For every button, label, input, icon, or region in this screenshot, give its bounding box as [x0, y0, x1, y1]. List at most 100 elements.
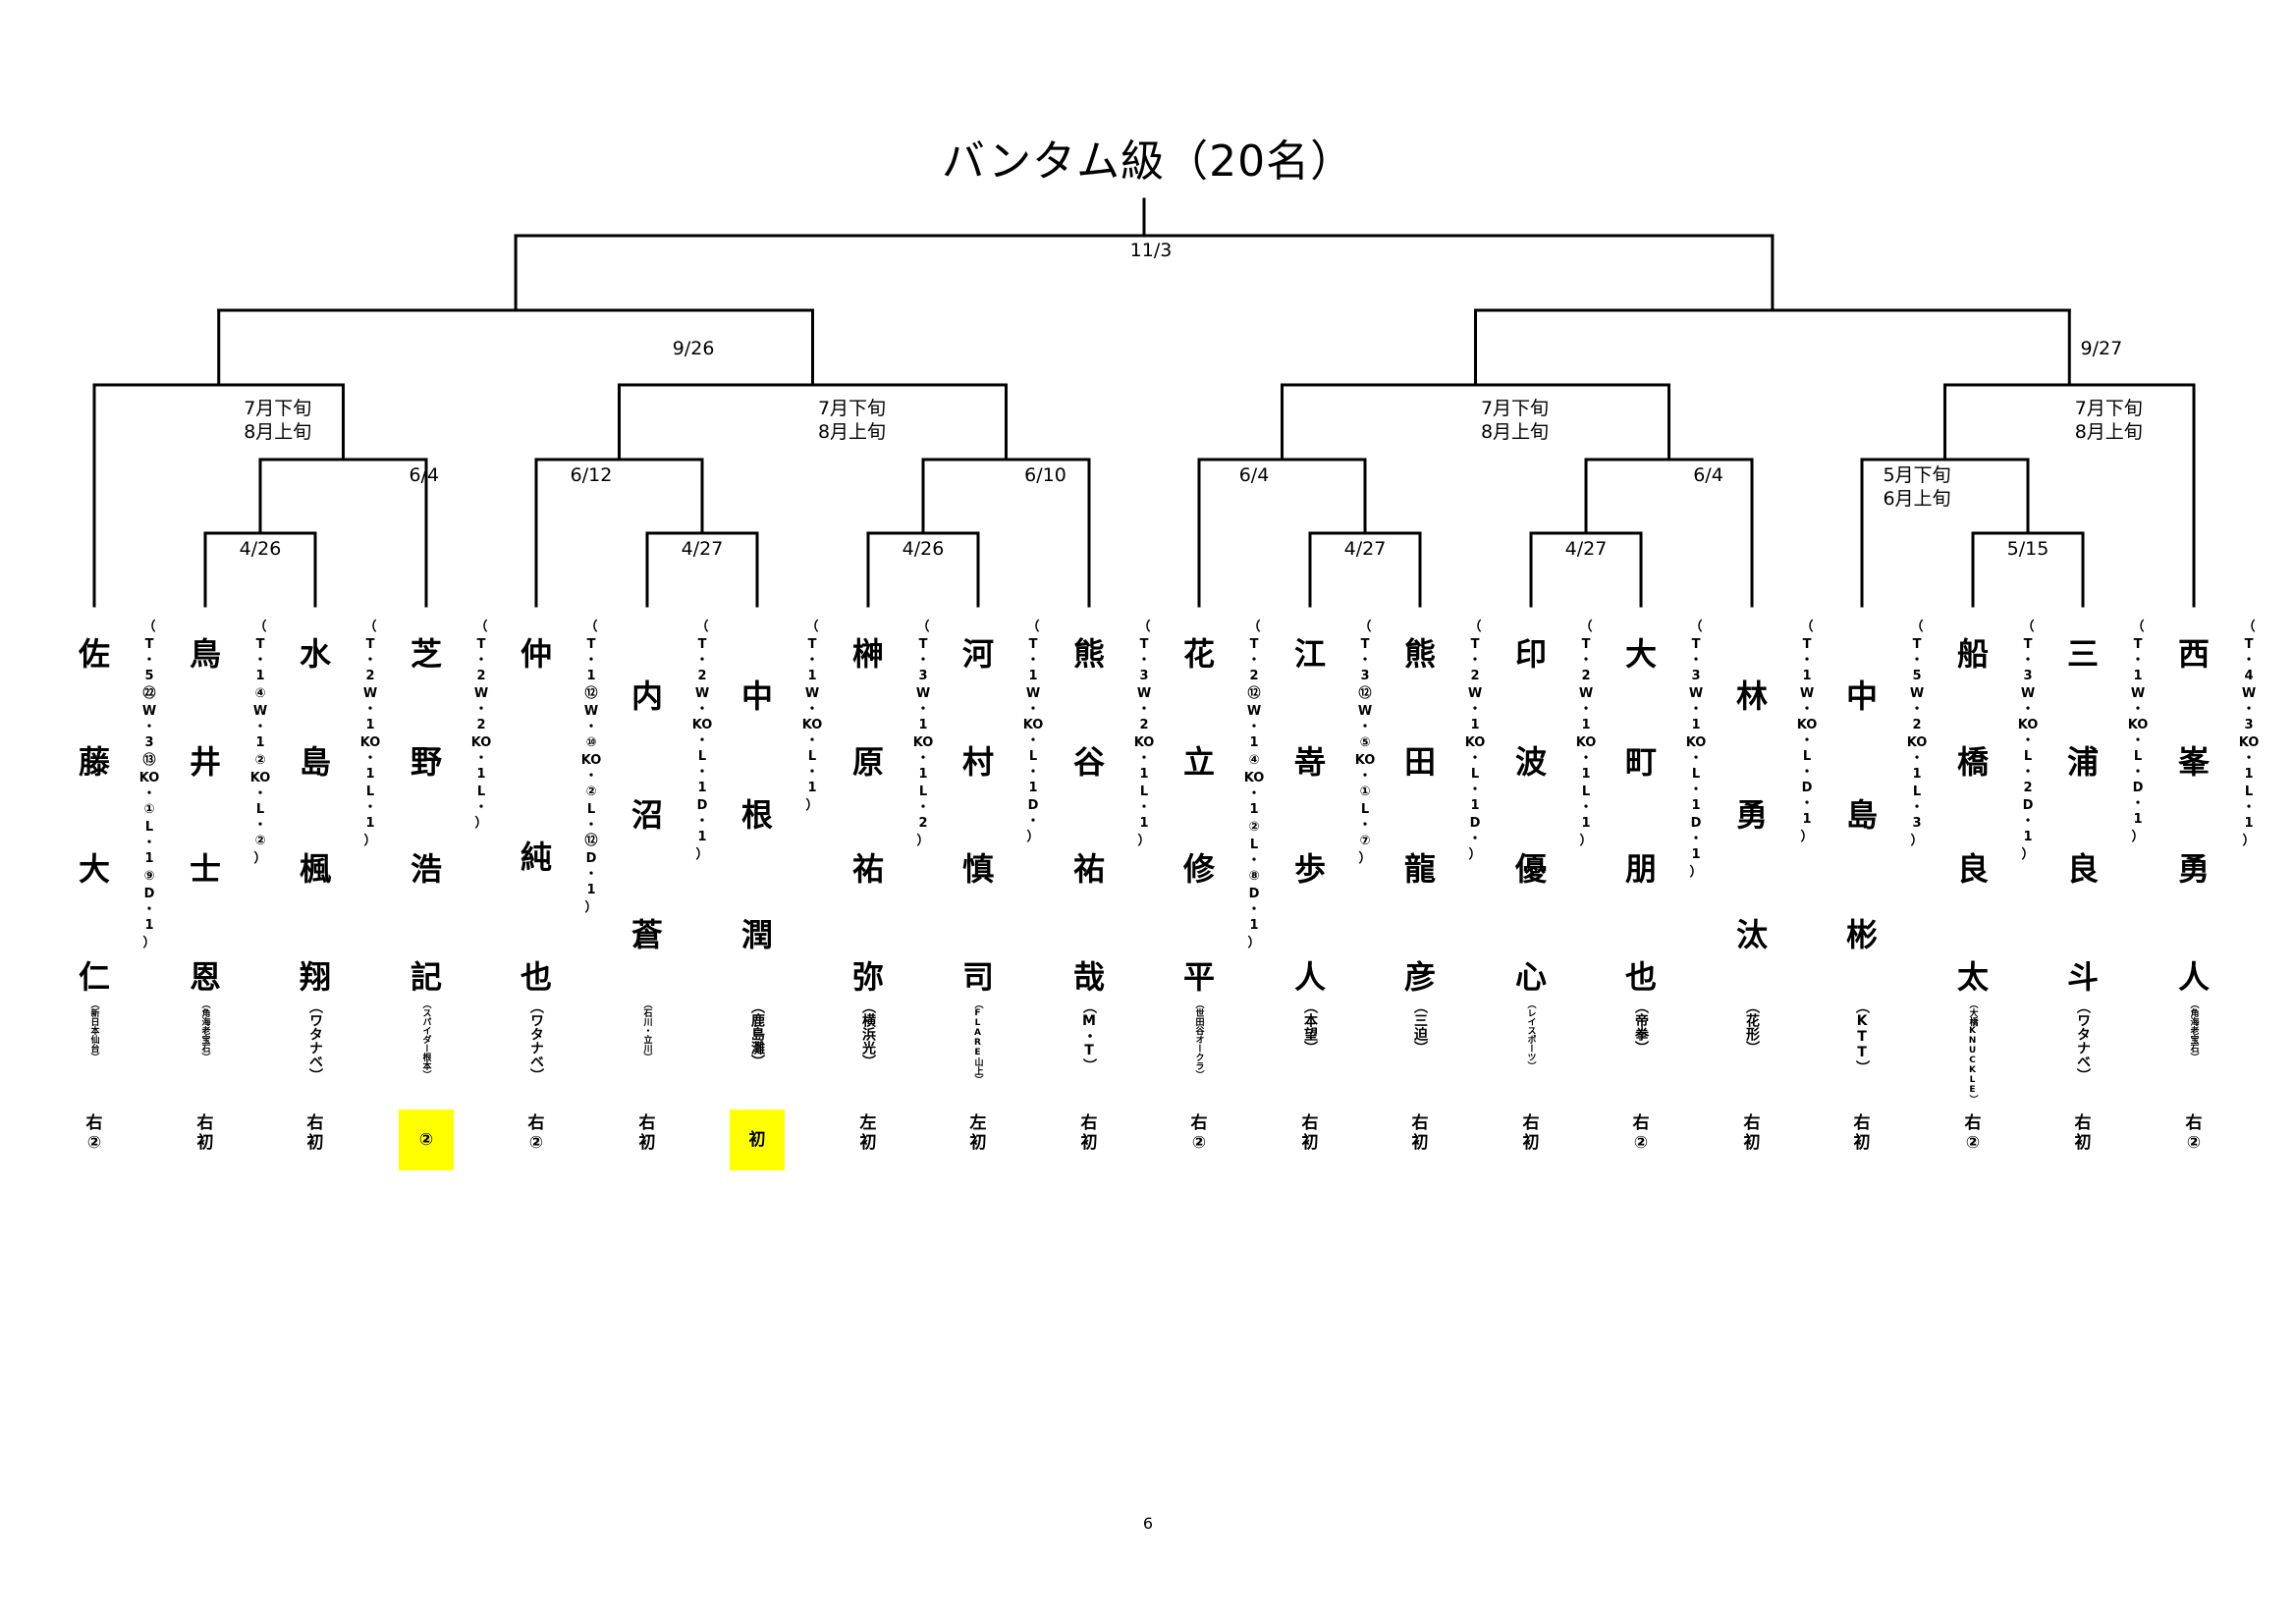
match-date-r16-5: 6/4: [1693, 464, 1723, 486]
fighter-gym: （角海老宝石）: [199, 1000, 210, 1061]
fighter-name-char: 人: [2177, 957, 2210, 996]
match-date-r1-5: 4/27: [1564, 538, 1608, 560]
record-char: KO: [1906, 735, 1928, 750]
record-char: （: [2021, 620, 2035, 634]
record-char: ）: [1910, 834, 1924, 848]
record-char: D: [1248, 887, 1260, 901]
record-char: 2: [476, 669, 486, 683]
fighter-name-char: 谷: [1072, 742, 1105, 781]
record-char: ④: [254, 686, 266, 701]
record-char: 1: [1691, 847, 1701, 862]
record-char: W: [1025, 686, 1041, 701]
record-char: 1: [2244, 816, 2254, 831]
career-label: 初: [1743, 1133, 1761, 1153]
fighter-name: 江嵜歩人: [1290, 636, 1330, 995]
record-char: T: [2244, 637, 2254, 652]
record-char: ・: [1800, 733, 1814, 748]
record-char: ・: [2131, 765, 2145, 780]
record-char: T: [365, 637, 375, 652]
match-date-final: 11/3: [1129, 240, 1173, 261]
career-label: ②: [1191, 1133, 1207, 1153]
record-char: ・: [1800, 702, 1814, 717]
record-char: ・: [2021, 702, 2035, 717]
record-char: 1: [586, 883, 596, 897]
fighter-stance: 右初: [288, 1110, 343, 1170]
fighter-gym: （三迫）: [1412, 1000, 1428, 1055]
record-char: 1: [255, 669, 265, 683]
fighter-gym: （FLARE山上）: [972, 1000, 983, 1084]
record-char: W: [2241, 686, 2257, 701]
fighter-name-char: 恩: [189, 957, 221, 996]
record-char: 2: [918, 816, 928, 831]
fighter-name: 印波優心: [1511, 636, 1551, 995]
record-char: ・: [1689, 653, 1703, 668]
fighter-gym: （レイスポーツ）: [1525, 1000, 1536, 1070]
fighter-stance: 右初: [620, 1110, 675, 1170]
record-char: ・: [1247, 853, 1261, 868]
record-char: T: [144, 637, 154, 652]
fighter-name-char: 中: [1845, 677, 1878, 715]
record-char: ・: [2021, 653, 2035, 668]
fighter-name-char: 良: [1956, 850, 1989, 889]
fighter-name: 中島彬: [1842, 636, 1882, 995]
record-char: T: [1802, 637, 1812, 652]
record-char: KO: [249, 771, 271, 785]
record-char: ・: [1026, 765, 1040, 780]
record-char: D: [143, 887, 155, 901]
record-char: 1: [1139, 816, 1149, 831]
fighter-stance: 右初: [1062, 1110, 1117, 1170]
career-label: 初: [196, 1133, 214, 1153]
record-char: ・: [1358, 818, 1372, 833]
record-char: ・: [695, 702, 709, 717]
record-char: ・: [363, 653, 377, 668]
record-char: ⑦: [1359, 834, 1371, 848]
fighter-name: 芝野浩記: [407, 636, 446, 995]
career-label: 初: [969, 1133, 987, 1153]
record-char: ・: [1468, 783, 1482, 797]
record-char: ・: [142, 720, 156, 734]
fighter-name-char: 佐: [78, 635, 110, 673]
record-char: L: [918, 785, 928, 799]
fighter-name-char: 也: [1624, 957, 1657, 996]
record-char: W: [362, 686, 378, 701]
record-char: ・: [253, 818, 267, 833]
fighter-name-char: 純: [519, 839, 552, 877]
fighter-name-char: 斗: [2066, 957, 2099, 996]
record-char: （: [474, 620, 488, 634]
record-char: KO: [1796, 718, 1818, 732]
record-char: ⑨: [143, 869, 155, 884]
stance-label: 右: [1522, 1113, 1540, 1133]
record-char: 2: [476, 718, 486, 732]
record-char: T: [697, 637, 707, 652]
record-char: ・: [142, 653, 156, 668]
record-char: ⑧: [1248, 869, 1260, 884]
record-char: （: [2131, 620, 2145, 634]
record-char: 1: [1249, 735, 1259, 750]
career-label: 初: [1301, 1133, 1319, 1153]
record-char: ）: [1358, 851, 1372, 866]
record-char: 1: [918, 767, 928, 782]
career-label: 初: [1411, 1133, 1429, 1153]
fighter-name-char: 龍: [1403, 850, 1436, 889]
record-char: 3: [1691, 669, 1701, 683]
record-char: （: [916, 620, 930, 634]
record-char: W: [583, 704, 599, 719]
record-char: ）: [805, 798, 819, 813]
career-label: 初: [2074, 1133, 2092, 1153]
record-char: D: [1801, 781, 1813, 795]
match-date-r1-4: 4/27: [1343, 538, 1387, 560]
fighter-name-char: 仲: [519, 635, 552, 673]
stance-label: 右: [1411, 1113, 1429, 1133]
record-char: ・: [2131, 733, 2145, 748]
record-char: T: [918, 637, 928, 652]
fighter-name-char: 浩: [410, 850, 442, 889]
record-char: ・: [1689, 832, 1703, 846]
record-char: ・: [1910, 702, 1924, 717]
fighter-stance: 右初: [1393, 1110, 1448, 1170]
stance-label: 右: [196, 1113, 214, 1133]
record-char: D: [696, 798, 708, 813]
record-char: KO: [1022, 718, 1044, 732]
